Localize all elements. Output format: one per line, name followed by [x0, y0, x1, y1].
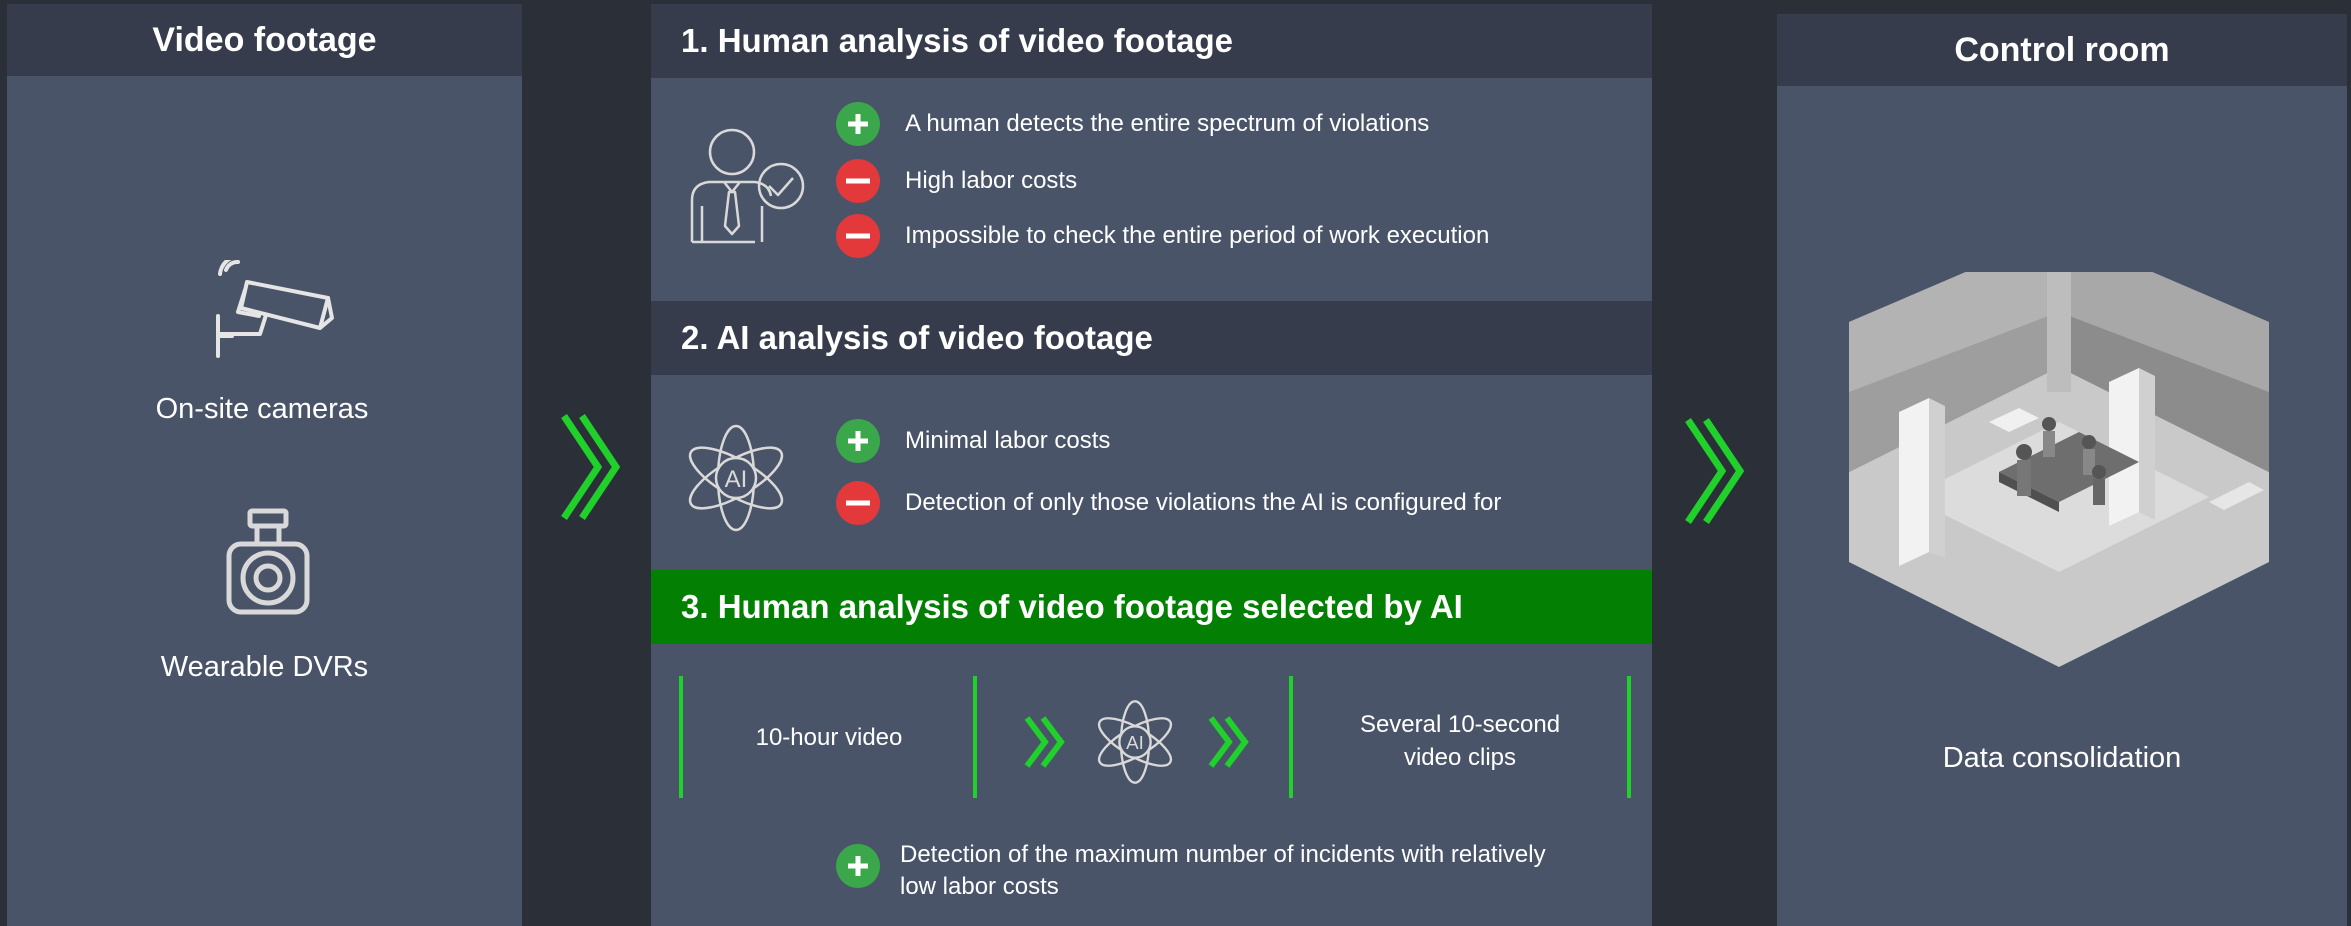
video-footage-title: Video footage — [152, 20, 377, 59]
section2-title: 2. AI analysis of video footage — [681, 319, 1153, 356]
control-room-header: Control room — [1777, 14, 2347, 86]
control-room-panel: Control room Data consolidation — [1777, 14, 2347, 926]
flow-output-label: Several 10-second video clips — [1293, 708, 1627, 774]
control-room-title: Control room — [1954, 30, 2170, 69]
section1-title: 1. Human analysis of video footage — [681, 22, 1233, 59]
flow-input-label: 10-hour video — [755, 724, 903, 751]
section1-bullet-2-text: High labor costs — [905, 167, 1078, 194]
wearable-dvrs-label: Wearable DVRs — [160, 651, 369, 683]
section1-bullet-1-text: A human detects the entire spectrum of v… — [905, 110, 1430, 137]
ai-atom-icon: AI — [1097, 700, 1173, 784]
flow-arrow-right-icon — [1685, 418, 1745, 524]
section2-bullet-2-text: Detection of only those violations the A… — [905, 489, 1502, 516]
minus-icon — [836, 481, 880, 525]
ai-atom-icon: AI — [688, 424, 784, 532]
cctv-camera-icon — [216, 260, 334, 358]
section3-header: 3. Human analysis of video footage selec… — [651, 570, 1652, 644]
minus-icon — [836, 214, 880, 258]
flow-arrow-small-icon — [1208, 716, 1249, 768]
section1-bullet-3-text: Impossible to check the entire period of… — [905, 222, 1490, 249]
svg-text:AI: AI — [725, 466, 748, 493]
section2-header: 2. AI analysis of video footage — [651, 301, 1652, 375]
body-camera-icon — [226, 508, 310, 615]
section2-bullet-2: Detection of only those violations the A… — [836, 481, 1501, 525]
section3-bullet-line-2: low labor costs — [900, 873, 1059, 900]
flow-arrow-left-icon — [561, 414, 621, 520]
section3-title: 3. Human analysis of video footage selec… — [681, 588, 1463, 625]
flow-divider — [973, 676, 977, 798]
section3-bullet-line-1: Detection of the maximum number of incid… — [900, 841, 1546, 868]
plus-icon — [836, 844, 880, 888]
section3-bullet: Detection of the maximum number of incid… — [836, 839, 1546, 903]
section1-bullet-3: Impossible to check the entire period of… — [836, 214, 1489, 258]
flow-output-line-2: video clips — [1403, 744, 1517, 771]
flow-divider — [679, 676, 683, 798]
section1-bullet-2: High labor costs — [836, 159, 1077, 203]
svg-text:AI: AI — [1126, 732, 1144, 753]
section2-bullet-1-text: Minimal labor costs — [905, 427, 1111, 454]
human-inspector-icon — [690, 128, 805, 244]
plus-icon — [836, 102, 880, 146]
flow-divider — [1627, 676, 1631, 798]
section2-bullet-1: Minimal labor costs — [836, 419, 1110, 463]
section1-bullet-1: A human detects the entire spectrum of v… — [836, 102, 1429, 146]
video-footage-header: Video footage — [7, 4, 522, 76]
flow-output-line-1: Several 10-second — [1359, 711, 1561, 738]
section1-header: 1. Human analysis of video footage — [651, 4, 1652, 78]
minus-icon — [836, 159, 880, 203]
analysis-methods-panel: 1. Human analysis of video footage A hum… — [651, 4, 1652, 926]
video-footage-panel: Video footage On-site cameras Wearable D… — [7, 4, 522, 926]
data-consolidation-label: Data consolidation — [1942, 742, 2182, 774]
flow-arrow-small-icon — [1024, 716, 1065, 768]
on-site-cameras-label: On-site cameras — [155, 393, 369, 425]
isometric-control-room-illustration — [1849, 272, 2269, 667]
plus-icon — [836, 419, 880, 463]
flow-divider — [1289, 676, 1293, 798]
